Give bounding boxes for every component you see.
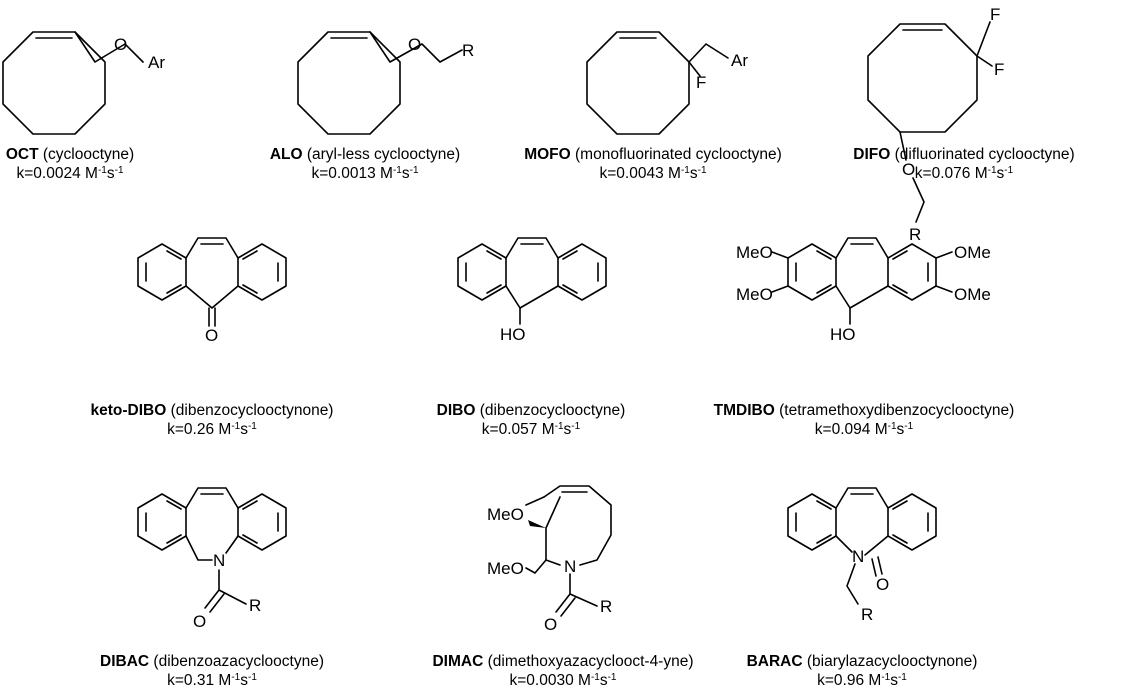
difo-oxygen-label: O bbox=[902, 160, 915, 179]
compound-title: DIFO (difluorinated cyclooctyne) bbox=[853, 146, 1075, 163]
tmdibo-hydroxyl-label: HO bbox=[830, 325, 856, 344]
rate-unit: M-1s-1 bbox=[85, 165, 124, 182]
compound-title: BARAC (biarylazacyclooctynone) bbox=[746, 653, 978, 670]
rate-unit: M-1s-1 bbox=[380, 165, 419, 182]
dimac-oxygen-label: O bbox=[544, 615, 557, 634]
rate-constant: k=0.0043 M-1s-1 bbox=[599, 165, 707, 182]
dimac-structure bbox=[525, 485, 612, 617]
dibo-structure bbox=[457, 237, 607, 325]
difo-caption: DIFO (difluorinated cyclooctyne) k=0.076… bbox=[853, 145, 1074, 183]
dibac-structure bbox=[137, 487, 287, 613]
rate-constant: k=0.094 M-1s-1 bbox=[814, 421, 914, 438]
dimac-r-label: R bbox=[600, 597, 612, 616]
dibac-nitrogen-label: N bbox=[213, 551, 225, 570]
barac-caption: BARAC (biarylazacyclooctynone) k=0.96 M-… bbox=[747, 652, 978, 690]
rate-prefix: k= bbox=[311, 165, 329, 182]
rate-constant: k=0.057 M-1s-1 bbox=[481, 421, 581, 438]
rate-unit: M-1s-1 bbox=[868, 672, 907, 689]
dibac-oxygen-label: O bbox=[193, 612, 206, 631]
rate-constant: k=0.26 M-1s-1 bbox=[167, 421, 257, 438]
alo-structure bbox=[297, 31, 463, 135]
rate-prefix: k= bbox=[817, 672, 834, 689]
dimac-caption: DIMAC (dimethoxyazacyclooct-4-yne) k=0.0… bbox=[432, 652, 693, 690]
compound-title: DIMAC (dimethoxyazacyclooct-4-yne) bbox=[432, 653, 694, 670]
rate-constant: k=0.0024 M-1s-1 bbox=[16, 165, 124, 182]
rate-constant: k=0.96 M-1s-1 bbox=[817, 672, 907, 689]
rate-prefix: k= bbox=[481, 421, 499, 438]
difo-fluorine-2-label: F bbox=[994, 60, 1004, 79]
alo-oxygen-label: O bbox=[408, 35, 421, 54]
dibac-r-label: R bbox=[249, 596, 261, 615]
dibac-caption: DIBAC (dibenzoazacyclooctyne) k=0.31 M-1… bbox=[100, 652, 324, 690]
tmdibo-structure bbox=[771, 237, 953, 325]
rate-unit: M-1s-1 bbox=[541, 421, 581, 438]
rate-unit: M-1s-1 bbox=[218, 672, 257, 689]
rate-unit: M-1s-1 bbox=[218, 421, 257, 438]
rate-prefix: k= bbox=[16, 165, 34, 182]
compound-title: MOFO (monofluorinated cyclooctyne) bbox=[524, 146, 782, 163]
compound-title: DIBO (dibenzocyclooctyne) bbox=[436, 402, 626, 419]
rate-unit: M-1s-1 bbox=[668, 165, 707, 182]
barac-nitrogen-label: N bbox=[852, 547, 864, 566]
barac-oxygen-label: O bbox=[876, 575, 889, 594]
rate-prefix: k= bbox=[599, 165, 617, 182]
tmdibo-caption: TMDIBO (tetramethoxydibenzocyclooctyne) … bbox=[714, 401, 1015, 439]
dibo-hydroxyl-label: HO bbox=[500, 325, 526, 344]
keto-dibo-oxygen-label: O bbox=[205, 326, 218, 345]
tmdibo-methoxy-4-label: OMe bbox=[954, 285, 991, 304]
dimac-stereo-bonds bbox=[528, 520, 546, 528]
dimac-methoxy-1-label: MeO bbox=[487, 505, 524, 524]
compound-title: DIBAC (dibenzoazacyclooctyne) bbox=[100, 653, 324, 670]
rate-unit: M-1s-1 bbox=[578, 672, 617, 689]
tmdibo-methoxy-3-label: OMe bbox=[954, 243, 991, 262]
alo-r-label: R bbox=[462, 41, 474, 60]
rate-unit: M-1s-1 bbox=[874, 421, 914, 438]
rate-prefix: k= bbox=[509, 672, 527, 689]
keto-dibo-caption: keto-DIBO (dibenzocyclooctynone) k=0.26 … bbox=[91, 401, 334, 439]
rate-prefix: k= bbox=[814, 421, 832, 438]
rate-constant: k=0.31 M-1s-1 bbox=[167, 672, 257, 689]
rate-constant: k=0.076 M-1s-1 bbox=[914, 165, 1014, 182]
barac-r-label: R bbox=[861, 605, 873, 624]
tmdibo-methoxy-1-label: MeO bbox=[736, 243, 773, 262]
rate-unit: M-1s-1 bbox=[974, 165, 1014, 182]
oct-oxygen-label: O bbox=[114, 35, 127, 54]
rate-prefix: k= bbox=[914, 165, 932, 182]
rate-constant: k=0.0013 M-1s-1 bbox=[311, 165, 419, 182]
difo-fluorine-1-label: F bbox=[990, 5, 1000, 24]
compound-title: ALO (aryl-less cyclooctyne) bbox=[269, 146, 461, 163]
oct-aryl-label: Ar bbox=[148, 53, 165, 72]
barac-structure bbox=[787, 487, 937, 605]
compound-title: keto-DIBO (dibenzocyclooctynone) bbox=[90, 402, 334, 419]
mofo-caption: MOFO (monofluorinated cyclooctyne) k=0.0… bbox=[524, 145, 782, 183]
oct-caption: OCT (cyclooctyne) k=0.0024 M-1s-1 bbox=[6, 145, 134, 183]
mofo-fluorine-label: F bbox=[696, 73, 706, 92]
keto-dibo-structure bbox=[137, 237, 287, 327]
oct-structure bbox=[2, 31, 144, 135]
dimac-methoxy-2-label: MeO bbox=[487, 559, 524, 578]
mofo-aryl-label: Ar bbox=[731, 51, 748, 70]
dibo-caption: DIBO (dibenzocyclooctyne) k=0.057 M-1s-1 bbox=[437, 401, 626, 439]
mofo-structure bbox=[586, 31, 729, 135]
difo-r-label: R bbox=[909, 225, 921, 244]
compound-title: TMDIBO (tetramethoxydibenzocyclooctyne) bbox=[713, 402, 1015, 419]
tmdibo-methoxy-2-label: MeO bbox=[736, 285, 773, 304]
rate-prefix: k= bbox=[167, 672, 184, 689]
alo-caption: ALO (aryl-less cyclooctyne) k=0.0013 M-1… bbox=[270, 145, 460, 183]
difo-structure bbox=[867, 21, 993, 223]
rate-constant: k=0.0030 M-1s-1 bbox=[509, 672, 617, 689]
compound-title: OCT (cyclooctyne) bbox=[5, 146, 135, 163]
dimac-nitrogen-label: N bbox=[564, 557, 576, 576]
rate-prefix: k= bbox=[167, 421, 184, 438]
